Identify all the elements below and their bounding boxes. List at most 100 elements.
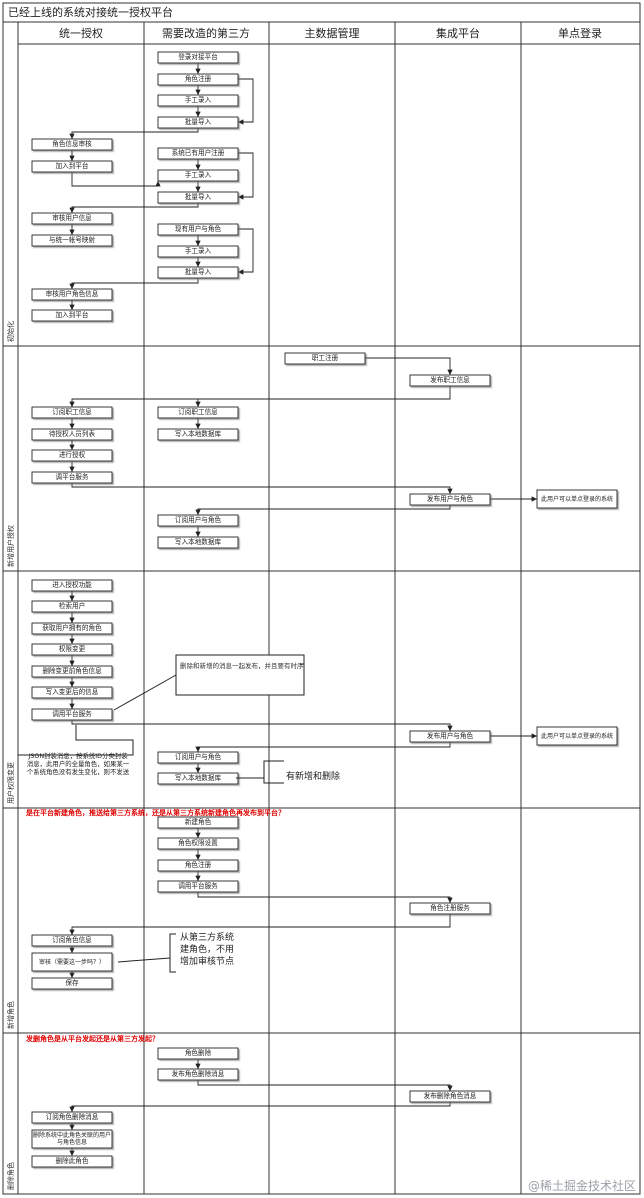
process-boxes: 登录对接平台角色注册手工录入批量导入角色信息审核加入到平台系统已有用户注册手工录… xyxy=(31,51,618,1168)
process-box-frame: 加入到平台 xyxy=(55,162,89,170)
process-box xyxy=(31,234,113,247)
process-box xyxy=(31,406,113,419)
process-box-label: 职工注册 xyxy=(311,354,339,362)
process-box-frame: 待授权人员列表 xyxy=(48,430,96,438)
flow-arrow xyxy=(69,278,199,289)
process-box xyxy=(409,730,491,743)
process-box xyxy=(157,94,239,107)
process-box xyxy=(157,73,239,86)
process-box xyxy=(31,1111,113,1124)
process-box-frame: 批量导入 xyxy=(184,118,212,126)
process-box-label: 审核用户角色信息 xyxy=(45,290,99,298)
process-box xyxy=(157,191,239,204)
process-box-frame: 权限变更 xyxy=(58,645,86,653)
flow-arrow xyxy=(69,386,451,407)
flow-arrow xyxy=(71,172,161,187)
lane-label: 用户权限变更 xyxy=(6,762,15,804)
process-box-label: 角色注册 xyxy=(184,75,212,83)
process-box-label: 调平台服务 xyxy=(55,473,89,481)
column-header: 需要改造的第三方 xyxy=(162,26,250,40)
process-box xyxy=(157,169,239,182)
process-box-frame: 职工注册 xyxy=(311,354,339,362)
column-header: 统一授权 xyxy=(59,26,103,40)
process-box-frame: 发布用户与角色 xyxy=(427,496,473,503)
note-text: JSON封装消息，按系统ID分类封装消息，此用户的全量角色，如果某一个系统角色没… xyxy=(26,752,130,776)
process-box xyxy=(409,493,491,506)
process-box xyxy=(31,471,113,484)
process-box-frame: 角色注册服务 xyxy=(430,905,470,912)
process-box-frame: 此用户可以单点登录的系统 xyxy=(541,733,613,740)
process-box xyxy=(157,406,239,419)
note-frame: 是在平台新建角色，推送给第三方系统，还是从第三方系统新建角色再发布到平台？ xyxy=(26,809,285,817)
process-box-frame: 手工录入 xyxy=(185,248,211,255)
process-box-label: 写入本地数据库 xyxy=(174,430,222,438)
process-box xyxy=(31,686,113,699)
process-box-label: 写入变更后的信息 xyxy=(45,688,99,696)
process-box-label: 权限变更 xyxy=(58,645,86,653)
process-box-label: 角色信息审核 xyxy=(52,140,92,148)
process-box-frame: 系统已有用户注册 xyxy=(172,150,225,157)
process-box-frame: 写入本地数据库 xyxy=(174,538,222,546)
process-box-label: 订阅职工信息 xyxy=(178,408,218,416)
process-box-frame: 角色注册 xyxy=(185,862,211,869)
flow-arrow xyxy=(195,742,451,752)
process-box-frame: 手工录入 xyxy=(184,171,212,179)
process-box-frame: 角色信息审核 xyxy=(52,140,92,148)
process-box-label: 批量导入 xyxy=(184,193,212,201)
process-box-frame: 订阅用户与角色 xyxy=(175,754,221,761)
process-box-label: 与统一帐号映射 xyxy=(48,236,96,244)
process-box-label: 手工录入 xyxy=(184,171,212,179)
flow-arrow xyxy=(71,720,453,731)
process-box-frame: 获取用户拥有的角色 xyxy=(42,624,102,632)
process-box xyxy=(31,309,113,322)
process-box-label: 删除此角色 xyxy=(55,1157,89,1165)
question-note: 是在平台新建角色，推送给第三方系统，还是从第三方系统新建角色再发布到平台？ xyxy=(26,809,285,817)
process-box-frame: 此用户可以单点登录的系统 xyxy=(541,496,613,503)
process-box-label: 写入本地数据库 xyxy=(174,774,222,782)
watermark: @稀土掘金技术社区 xyxy=(528,1178,636,1193)
process-box xyxy=(157,1047,239,1060)
process-box xyxy=(157,266,239,279)
process-box-label: 角色删除 xyxy=(184,1049,212,1057)
process-box xyxy=(284,352,366,365)
process-box-label: 订阅用户与角色 xyxy=(174,516,222,524)
brace xyxy=(169,933,176,973)
process-box-frame: 加入到平台 xyxy=(56,312,89,319)
process-box xyxy=(31,138,113,151)
process-box-label: 加入到平台 xyxy=(55,162,89,170)
process-box-frame: 订阅职工信息 xyxy=(52,408,92,416)
question-note: 发删角色是从平台发起还是从第三方发起？ xyxy=(26,1035,159,1043)
process-box-label: 获取用户拥有的角色 xyxy=(42,624,102,632)
process-box-label: 发布用户与角色 xyxy=(426,732,474,740)
process-box-frame: 删除此角色 xyxy=(55,1157,89,1165)
process-box-label: 待授权人员列表 xyxy=(48,430,96,438)
flow-arrow xyxy=(238,228,254,275)
process-box-label: 订阅角色信息 xyxy=(52,936,92,944)
process-box-frame: 进行授权 xyxy=(59,452,85,459)
process-box-frame: 现有用户与角色 xyxy=(175,226,221,233)
note-frame: JSON封装消息，按系统ID分类封装消息，此用户的全量角色，如果某一个系统角色没… xyxy=(26,752,130,776)
process-box xyxy=(31,600,113,613)
process-box xyxy=(31,622,113,635)
process-box-label: 批量导入 xyxy=(184,118,212,126)
process-box xyxy=(157,751,239,764)
note-frame: 发删角色是从平台发起还是从第三方发起？ xyxy=(26,1035,159,1043)
process-box-label: 写入本地数据库 xyxy=(174,538,222,546)
process-box-frame: 批量导入 xyxy=(185,269,211,276)
process-box-frame: 发布用户与角色 xyxy=(426,732,474,740)
process-box-label: 审核（需要这一步吗？） xyxy=(38,958,105,966)
brace xyxy=(263,760,284,784)
process-box-label: 调用平台服务 xyxy=(52,710,92,718)
flow-arrow xyxy=(71,483,453,494)
process-box-frame: 新建角色 xyxy=(185,819,211,826)
flow-arrow xyxy=(238,78,254,125)
process-box-frame: 角色权限设置 xyxy=(178,840,218,847)
note-box xyxy=(175,654,305,696)
process-box-frame: 手工录入 xyxy=(184,96,212,104)
process-box-label: 手工录入 xyxy=(184,96,212,104)
process-box-label: 保存 xyxy=(65,979,79,987)
process-box-label: 检索用户 xyxy=(58,602,86,610)
process-box-label: 订阅职工信息 xyxy=(52,408,92,416)
process-box xyxy=(157,536,239,549)
